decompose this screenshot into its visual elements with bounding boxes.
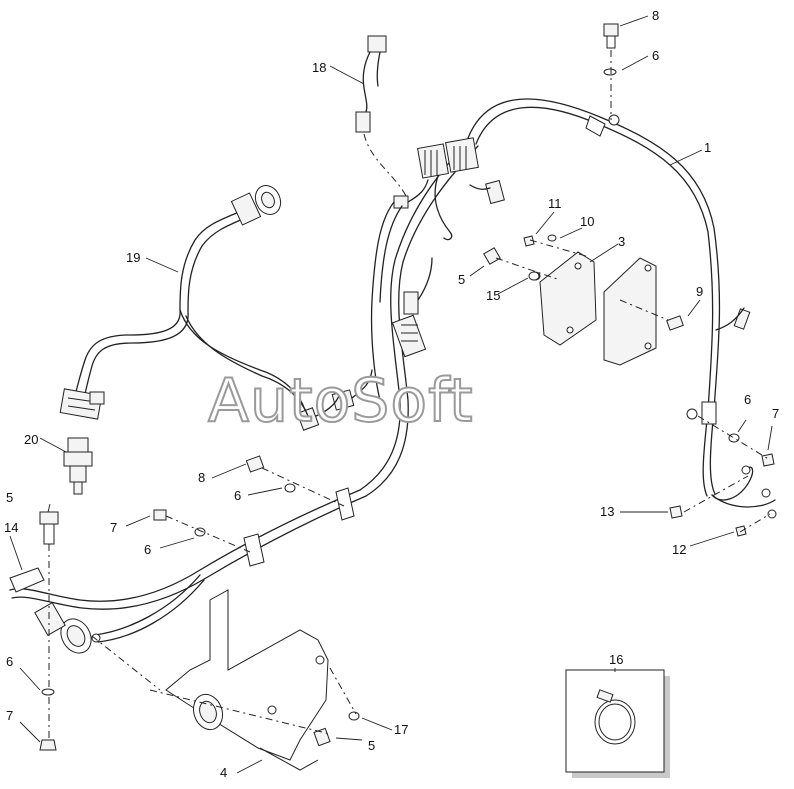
bracket-9 (603, 257, 657, 366)
watermark: AutoSoft (208, 366, 474, 436)
callout-3: 3 (618, 234, 625, 249)
callout-7-bottom-left: 7 (6, 708, 13, 723)
callout-5-bottom: 5 (368, 738, 375, 753)
callout-6-left: 6 (144, 542, 151, 557)
callout-10: 10 (580, 214, 594, 229)
callout-19: 19 (126, 250, 140, 265)
callout-17: 17 (394, 722, 408, 737)
callout-8-top: 8 (652, 8, 659, 23)
callout-15: 15 (486, 288, 500, 303)
callout-6-top: 6 (652, 48, 659, 63)
callout-6-bottom-left: 6 (6, 654, 13, 669)
callout-13: 13 (600, 504, 614, 519)
pigtail-18 (355, 35, 407, 197)
inset-16-label: 16 (609, 652, 623, 667)
bracket-4 (165, 589, 329, 771)
inset-16: 16 (565, 652, 670, 778)
callout-12: 12 (672, 542, 686, 557)
callout-18: 18 (312, 60, 326, 75)
connector-cluster (296, 137, 505, 431)
sub-harness-19 (59, 184, 309, 420)
callout-8-center: 8 (198, 470, 205, 485)
callout-9: 9 (696, 284, 703, 299)
callout-6-center: 6 (234, 488, 241, 503)
callout-7-left: 7 (110, 520, 117, 535)
callout-20: 20 (24, 432, 38, 447)
callout-1: 1 (704, 140, 711, 155)
callout-7-right: 7 (772, 406, 779, 421)
callout-4: 4 (220, 765, 227, 780)
harness-clamps (243, 114, 717, 567)
callout-labels: 1 3 4 5 5 5 6 6 6 6 6 7 7 7 8 8 9 10 11 … (4, 8, 779, 780)
callout-5-left: 5 (6, 490, 13, 505)
hardware (39, 23, 775, 751)
callout-5-top: 5 (458, 272, 465, 287)
bracket-3 (539, 251, 597, 346)
callout-leaders (9, 15, 773, 774)
callout-11: 11 (548, 196, 562, 211)
callout-14: 14 (4, 520, 18, 535)
connector-14 (9, 567, 101, 654)
callout-6-right: 6 (744, 392, 751, 407)
sensor-20 (63, 437, 93, 495)
